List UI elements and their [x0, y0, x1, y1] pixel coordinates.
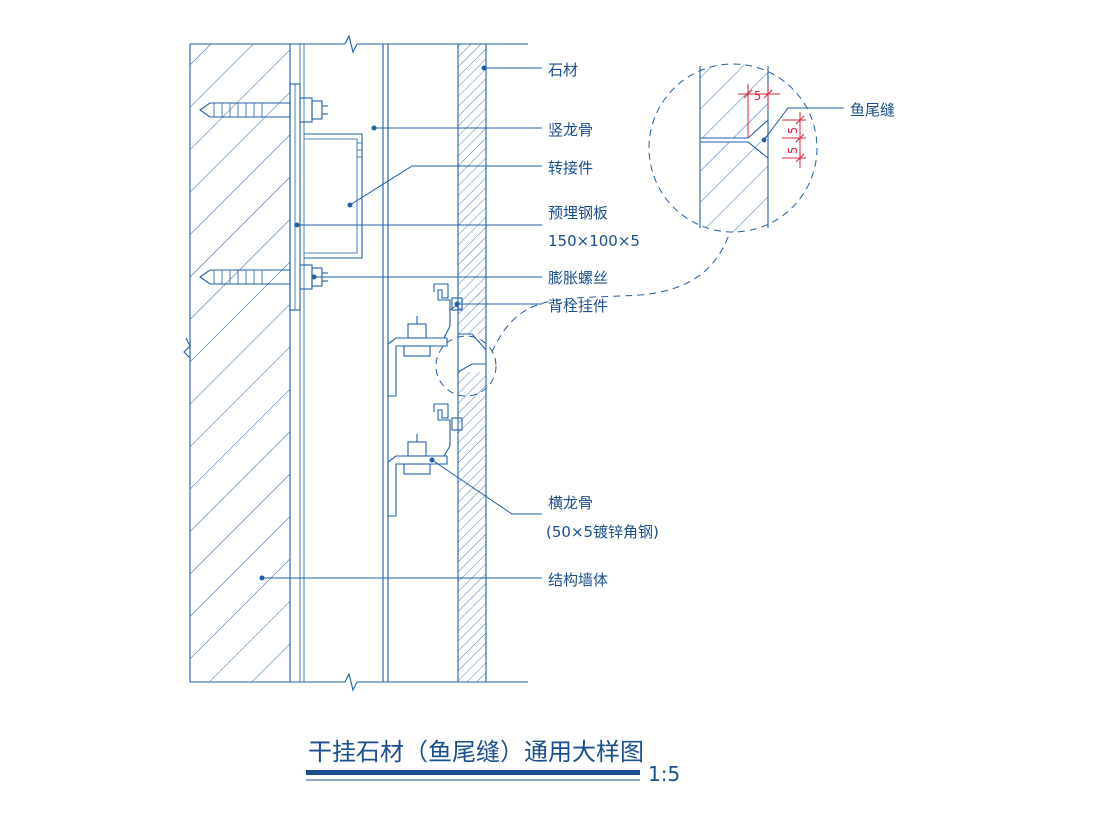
break-lines — [190, 34, 528, 692]
horizontal-keel-upper — [387, 316, 448, 397]
detail-callout: 5 5 5 鱼尾缝 — [435, 63, 895, 397]
stone-panel — [457, 44, 487, 682]
title-block: 干挂石材（鱼尾缝）通用大样图 1:5 — [306, 738, 680, 786]
dim-horizontal: 5 — [754, 89, 761, 103]
label-structural-wall: 结构墙体 — [259, 571, 608, 589]
label-embedded-plate-size: 150×100×5 — [548, 232, 640, 250]
drawing-scale: 1:5 — [648, 762, 680, 786]
label-embedded-plate-text: 预埋钢板 — [548, 204, 608, 222]
label-adapter-text: 转接件 — [548, 159, 593, 177]
label-vertical-keel: 竖龙骨 — [371, 121, 593, 139]
label-stone: 石材 — [481, 61, 578, 79]
dim-vertical-bottom: 5 — [786, 147, 800, 154]
title-underline-thick — [306, 770, 640, 775]
adapter — [304, 133, 363, 259]
back-bolt-hanger-lower — [433, 403, 463, 457]
label-fishtail-joint: 鱼尾缝 — [850, 101, 895, 119]
horizontal-keel-lower — [387, 434, 448, 517]
vertical-keel — [382, 44, 389, 682]
label-embedded-plate: 预埋钢板 150×100×5 — [294, 204, 640, 250]
embedded-plate — [289, 44, 305, 682]
label-back-bolt-hanger: 背栓挂件 — [454, 297, 608, 315]
label-horizontal-keel-spec: (50×5镀锌角钢) — [546, 523, 659, 541]
label-stone-text: 石材 — [548, 61, 578, 79]
drawing-title: 干挂石材（鱼尾缝）通用大样图 — [308, 738, 644, 766]
label-structural-wall-text: 结构墙体 — [548, 571, 608, 589]
label-vertical-keel-text: 竖龙骨 — [548, 121, 593, 139]
label-expansion-bolt: 膨胀螺丝 — [311, 269, 608, 287]
structural-wall — [183, 44, 291, 682]
label-back-bolt-hanger-text: 背栓挂件 — [548, 297, 608, 315]
label-horizontal-keel: 横龙骨 (50×5镀锌角钢) — [429, 457, 659, 541]
label-horizontal-keel-text: 横龙骨 — [548, 494, 593, 512]
expansion-bolt-upper — [199, 97, 328, 123]
label-adapter: 转接件 — [347, 159, 593, 208]
label-expansion-bolt-text: 膨胀螺丝 — [548, 269, 608, 287]
dim-vertical-top: 5 — [786, 127, 800, 134]
